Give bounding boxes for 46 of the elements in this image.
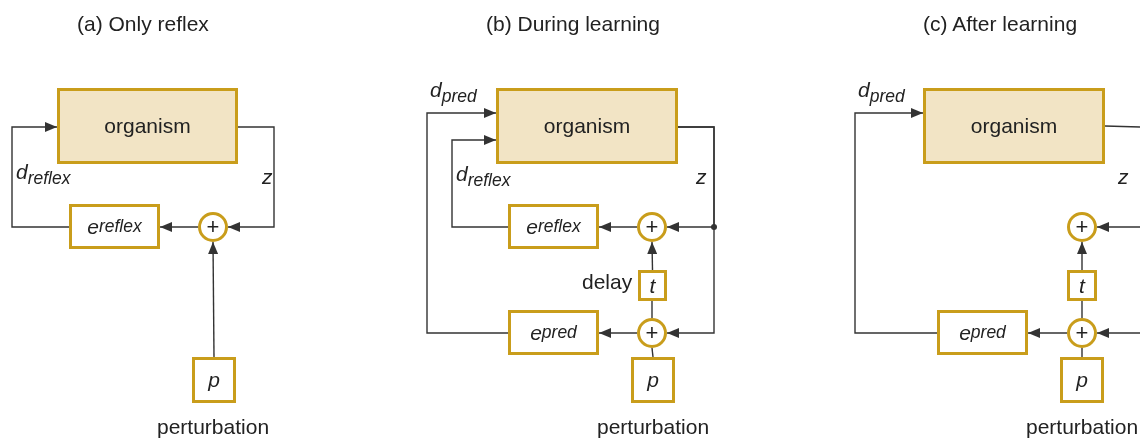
edge-label: z	[262, 165, 273, 189]
block-box: t	[638, 270, 667, 301]
arrow	[598, 222, 638, 232]
connector-line	[651, 347, 654, 358]
summing-junction: +	[637, 212, 667, 242]
arrow	[598, 328, 638, 338]
arrow	[854, 108, 938, 334]
block-box: p	[631, 357, 675, 403]
connector-line	[1104, 125, 1140, 128]
node-caption: perturbation	[157, 415, 270, 439]
panel-title: (b) During learning	[486, 12, 660, 36]
summing-junction: +	[637, 318, 667, 348]
arrow	[666, 126, 715, 338]
arrow	[159, 222, 199, 232]
connector-line	[1081, 347, 1083, 358]
node-caption: perturbation	[1026, 415, 1139, 439]
connector-line	[1081, 300, 1083, 319]
arrow	[426, 108, 509, 334]
arrow	[227, 126, 275, 232]
edge-label: z	[1118, 165, 1129, 189]
process-box: organism	[57, 88, 238, 164]
panel-title: (a) Only reflex	[77, 12, 209, 36]
process-box: organism	[923, 88, 1105, 164]
arrow	[1096, 328, 1140, 338]
arrow	[1096, 222, 1140, 232]
process-box: organism	[496, 88, 678, 164]
edge-label: d$_{pred}$	[858, 78, 905, 108]
arrow	[647, 241, 658, 271]
block-box: p	[1060, 357, 1104, 403]
panel-title: (c) After learning	[923, 12, 1078, 36]
node-caption: delay	[582, 270, 633, 294]
arrow	[451, 135, 509, 228]
summing-junction: +	[198, 212, 228, 242]
edge-label: z	[696, 165, 707, 189]
summing-junction: +	[1067, 212, 1097, 242]
arrow	[11, 122, 70, 228]
block-box: t	[1067, 270, 1097, 301]
node-caption: perturbation	[597, 415, 710, 439]
arrow	[208, 241, 219, 358]
block-box: p	[192, 357, 236, 403]
edge-label: d$_{pred}$	[430, 78, 477, 108]
arrow	[1027, 328, 1068, 338]
arrow	[1077, 241, 1087, 271]
edge-label: d$_{reflex}$	[456, 162, 511, 192]
connector-line	[651, 300, 653, 319]
summing-junction: +	[1067, 318, 1097, 348]
